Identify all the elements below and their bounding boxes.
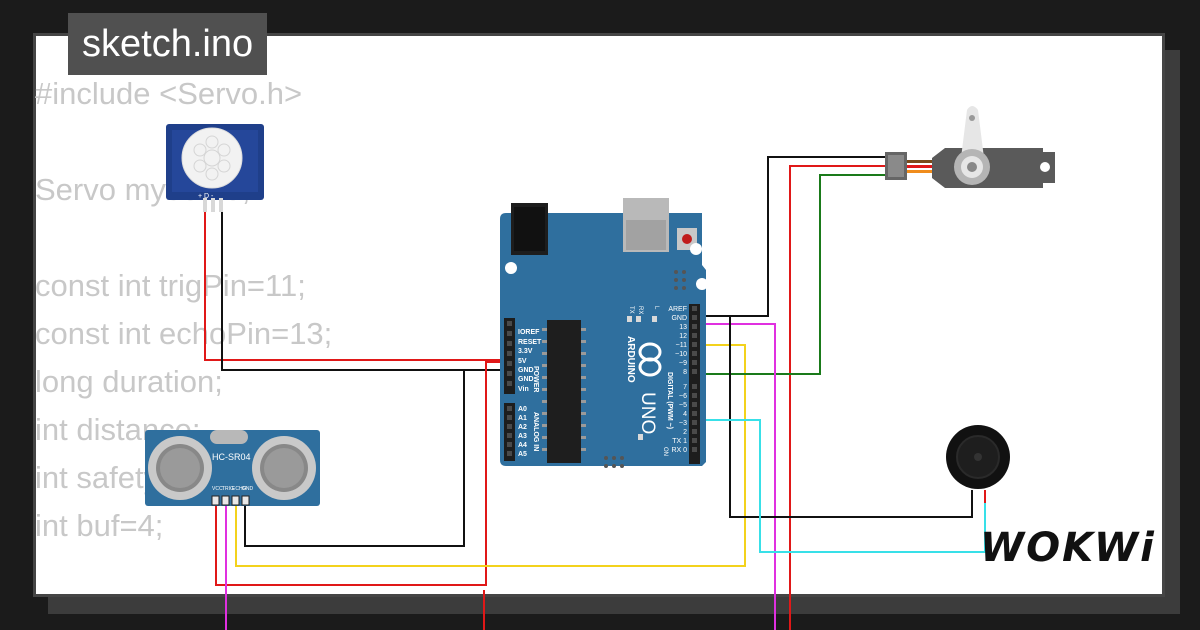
- wire-red-pir[interactable]: [204, 198, 512, 361]
- digital-pin-10: ~10: [675, 351, 687, 358]
- digital-pin-0: RX 0: [671, 447, 687, 454]
- power-pin-gnd2: GND: [518, 376, 534, 383]
- pir-sensor[interactable]: + D -: [166, 124, 264, 212]
- wire-black-pir[interactable]: [221, 198, 512, 371]
- power-pin-reset: RESET: [518, 339, 542, 346]
- wire-green-servo-signal[interactable]: [692, 174, 890, 375]
- analog-pin-a1: A1: [518, 415, 527, 422]
- buzzer[interactable]: [946, 425, 1010, 489]
- analog-label: ANALOG IN: [532, 412, 539, 451]
- analog-pin-a0: A0: [518, 406, 527, 413]
- code-line: long duration;: [35, 364, 223, 399]
- digital-pin-7: 7: [683, 384, 687, 391]
- servo-motor[interactable]: [885, 106, 1055, 188]
- digital-pin-1: TX 1: [672, 438, 687, 445]
- led-label-tx: TX: [628, 306, 634, 314]
- digital-pin-4: 4: [683, 411, 687, 418]
- analog-pin-a4: A4: [518, 442, 527, 449]
- ultrasonic-pin-vcc: VCC: [212, 486, 223, 492]
- code-line: const int echoPin=13;: [35, 316, 333, 351]
- ultrasonic-sensor[interactable]: HC-SR04 VCC TRIG ECHO GND: [145, 430, 320, 506]
- digital-pin-12: 12: [679, 333, 687, 340]
- wire-black-buzzer[interactable]: [692, 315, 973, 518]
- arduino-logo-icon: [638, 342, 662, 377]
- digital-pin-13: 13: [679, 324, 687, 331]
- ultrasonic-label: HC-SR04: [212, 452, 251, 462]
- led-label-rx: RX: [637, 306, 643, 314]
- ultrasonic-pin-echo: ECHO: [232, 486, 247, 492]
- ultrasonic-pin-gnd: GND: [242, 486, 254, 492]
- analog-pin-a2: A2: [518, 424, 527, 431]
- arduino-logo-text: ARDUINO: [625, 336, 636, 383]
- power-pin-ioref: IOREF: [518, 329, 540, 336]
- digital-pin-5: ~5: [679, 402, 687, 409]
- power-label: POWER: [532, 366, 539, 392]
- wire-cyan-buzzer[interactable]: [692, 419, 986, 553]
- wokwi-logo: WOKWi: [980, 525, 1156, 571]
- digital-label: DIGITAL (PWM ~): [666, 372, 673, 429]
- arduino-uno-board[interactable]: TX RX L ON ARDUINO UNO IOREF RESET 3.3V …: [500, 198, 708, 481]
- wire-red-ultrasonic-vcc[interactable]: [215, 361, 512, 586]
- power-pin-vin: Vin: [518, 386, 529, 393]
- digital-pin-8: 8: [683, 369, 687, 376]
- code-line: const int trigPin=11;: [35, 268, 306, 303]
- digital-pin-11: ~11: [676, 342, 687, 349]
- digital-pin-6: ~6: [679, 393, 687, 400]
- wire-yellow-trig[interactable]: [235, 344, 746, 567]
- wire-red-servo-vcc[interactable]: [789, 165, 890, 630]
- ultrasonic-pin-trig: TRIG: [222, 486, 234, 492]
- digital-pin-9: ~9: [679, 360, 687, 367]
- pir-pin-labels: + D -: [198, 193, 214, 200]
- digital-pin-3: ~3: [679, 420, 687, 427]
- power-pin-3v3: 3.3V: [518, 348, 533, 355]
- power-pin-gnd1: GND: [518, 367, 534, 374]
- filename-tab[interactable]: sketch.ino: [68, 13, 268, 75]
- digital-pin-gnd: GND: [671, 315, 687, 322]
- led-label-l: L: [653, 306, 659, 310]
- digital-pin-2: 2: [683, 429, 687, 436]
- arduino-model-text: UNO: [637, 392, 658, 434]
- power-pin-5v: 5V: [518, 358, 527, 365]
- analog-pin-a5: A5: [518, 451, 527, 458]
- wire-magenta-pin13[interactable]: [692, 323, 776, 630]
- wire-black-ultrasonic-gnd[interactable]: [244, 370, 465, 547]
- analog-pin-a3: A3: [518, 433, 527, 440]
- code-line: int buf=4;: [35, 508, 164, 543]
- wires: [204, 156, 986, 630]
- digital-pin-aref: AREF: [668, 306, 687, 313]
- code-line: #include <Servo.h>: [35, 76, 303, 111]
- led-label-on: ON: [662, 447, 668, 456]
